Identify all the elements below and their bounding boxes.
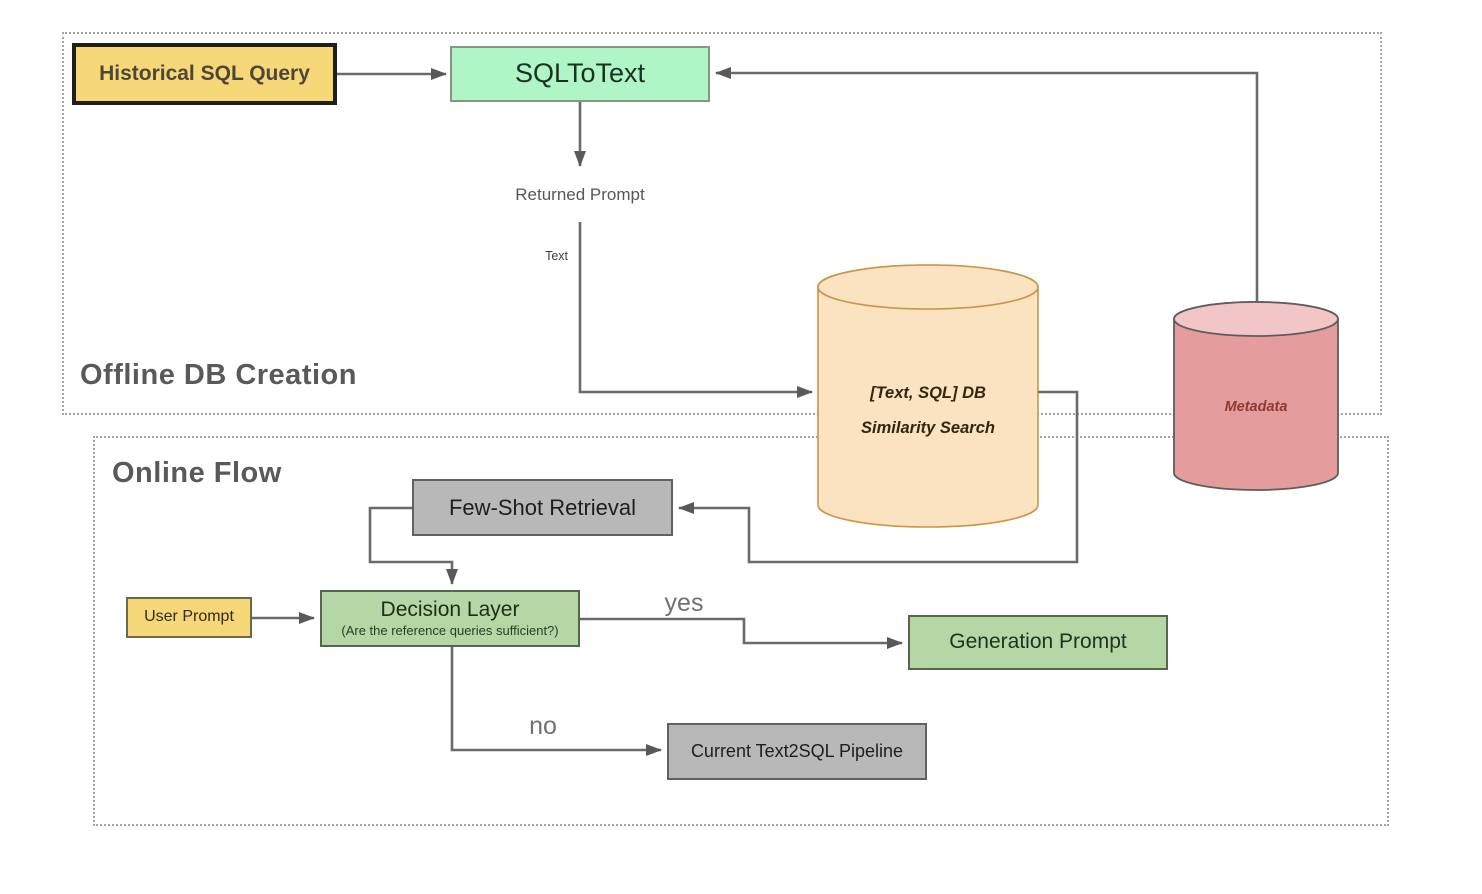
decision-layer-subtitle: (Are the reference queries sufficient?)	[341, 622, 559, 638]
metadata-cylinder-top	[1173, 301, 1339, 337]
metadata-cylinder-label: Metadata	[1225, 399, 1288, 415]
metadata-cylinder: Metadata	[1173, 301, 1339, 491]
db-cylinder-label-line1: [Text, SQL] DB	[869, 384, 986, 402]
few-shot-retrieval-node: Few-Shot Retrieval	[412, 479, 673, 536]
arrow-db-to-few-shot	[678, 390, 1079, 564]
historical-sql-query-node: Historical SQL Query	[72, 43, 337, 105]
arrow-decision-no-to-pipeline	[450, 647, 662, 756]
db-cylinder-top	[817, 264, 1039, 310]
yes-edge-label: yes	[664, 589, 704, 617]
sqltotext-node: SQLToText	[450, 46, 710, 102]
text-sql-db-cylinder: [Text, SQL] DB Similarity Search	[817, 264, 1039, 528]
no-edge-label: no	[529, 712, 557, 740]
arrow-returned-prompt-to-db	[578, 222, 813, 398]
arrow-few-shot-to-decision	[368, 506, 458, 585]
db-cylinder-label-line2: Similarity Search	[861, 419, 995, 437]
offline-section-title: Offline DB Creation	[80, 359, 357, 391]
text-edge-label: Text	[545, 249, 568, 263]
generation-prompt-node: Generation Prompt	[908, 615, 1168, 670]
online-section-title: Online Flow	[112, 457, 282, 489]
offline-section-box	[62, 32, 1382, 415]
current-text2sql-pipeline-node: Current Text2SQL Pipeline	[667, 723, 927, 780]
returned-prompt-label: Returned Prompt	[515, 185, 645, 204]
arrow-metadata-to-sqltotext	[715, 67, 1259, 302]
decision-layer-title: Decision Layer	[380, 598, 520, 622]
online-section-box	[93, 436, 1389, 826]
arrow-decision-yes-to-generation	[580, 617, 903, 649]
user-prompt-node: User Prompt	[126, 597, 252, 638]
decision-layer-node: Decision Layer (Are the reference querie…	[320, 590, 580, 647]
